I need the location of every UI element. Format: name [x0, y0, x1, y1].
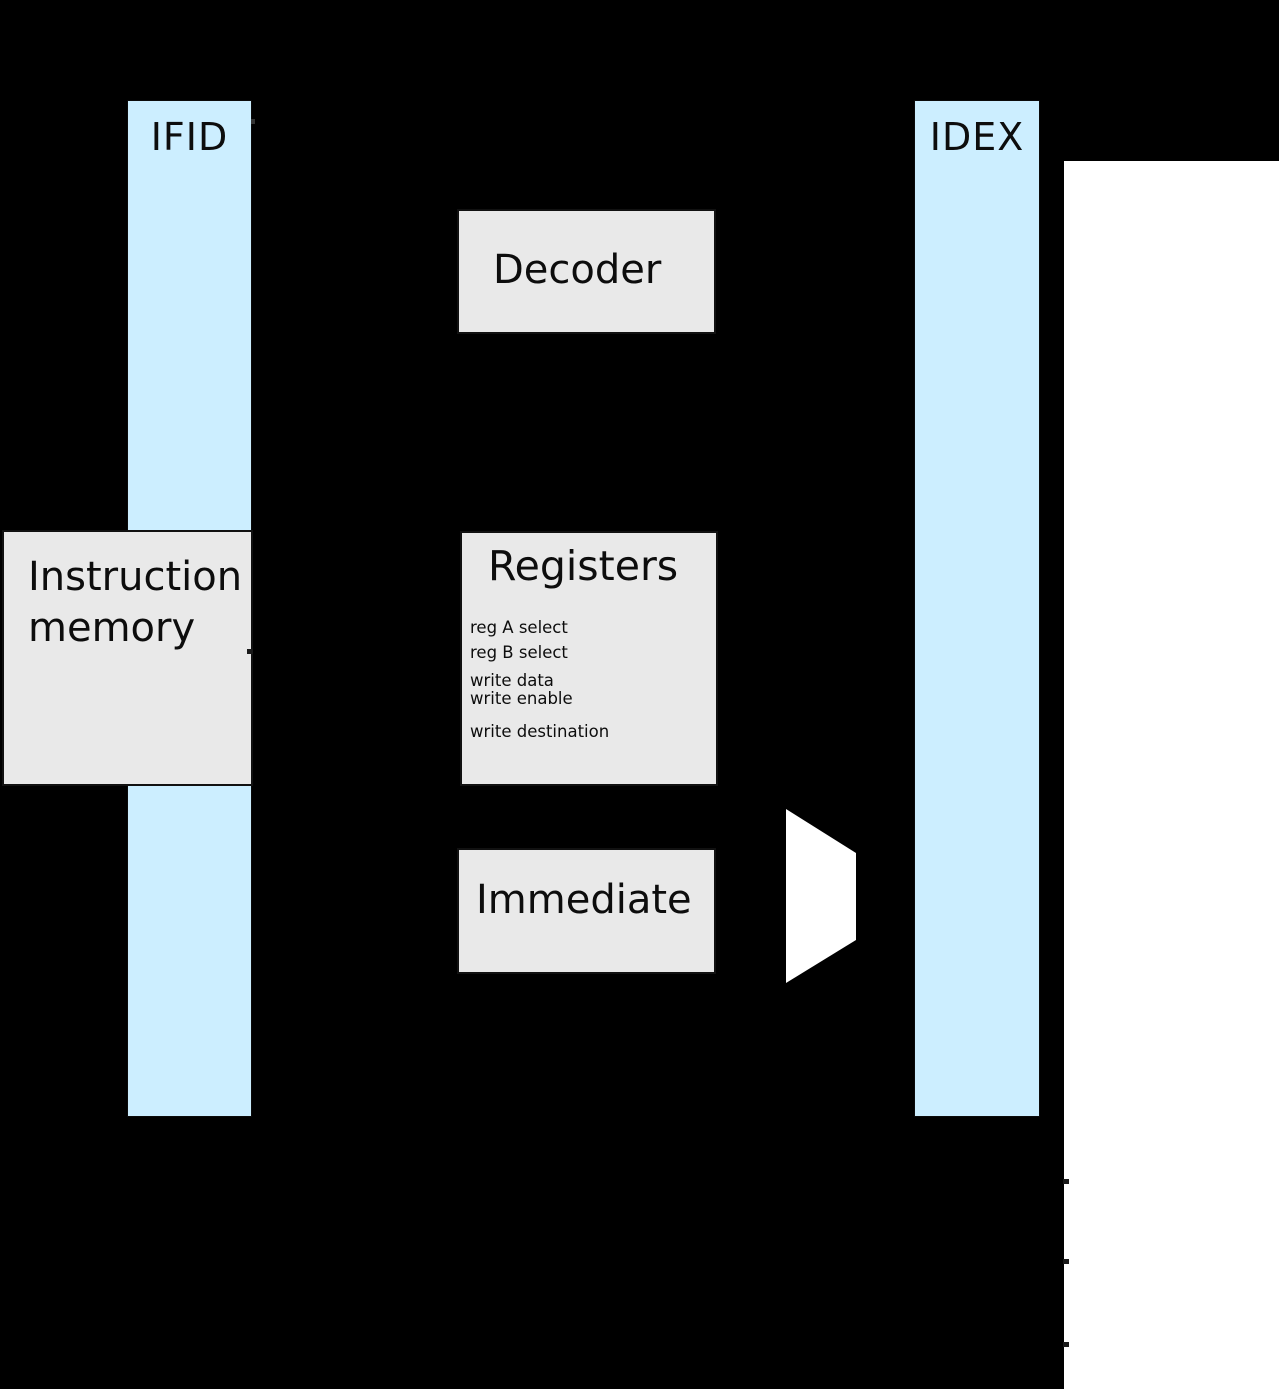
port-label-write-enable: write enable [470, 689, 573, 708]
immediate-label: Immediate [476, 877, 692, 923]
port-label-write-data: write data [470, 671, 554, 690]
ifid-label: IFID [150, 115, 229, 159]
idex-label: IDEX [929, 115, 1025, 159]
port-label-reg-a-select: reg A select [470, 618, 568, 637]
wire-stub-ifid [251, 119, 255, 124]
instruction-memory-label-line1: Instruction [28, 554, 243, 600]
mux-trapezoid [786, 809, 856, 983]
instruction-memory-label-line2: memory [28, 605, 196, 651]
instruction-memory-block: Instruction memory [2, 530, 253, 786]
port-label-reg-b-select: reg B select [470, 643, 568, 662]
decoder-block: Decoder [457, 209, 716, 334]
idex-pipeline-register-bar: IDEX [914, 100, 1040, 1117]
wire-stub-output-1 [1063, 1179, 1069, 1184]
next-stage-region [1064, 161, 1279, 1389]
port-label-write-destination: write destination [470, 722, 610, 741]
wire-stub-output-3 [1063, 1342, 1069, 1347]
decoder-label: Decoder [493, 247, 662, 293]
instruction-memory-label: Instruction memory [28, 552, 251, 654]
wire-stub-output-2 [1063, 1259, 1069, 1264]
immediate-block: Immediate [457, 848, 716, 974]
mux-shape [786, 809, 856, 983]
registers-block: Registers reg A select reg B select writ… [460, 531, 718, 786]
wire-stub-instruction-memory [247, 649, 253, 654]
registers-title: Registers [488, 542, 679, 590]
